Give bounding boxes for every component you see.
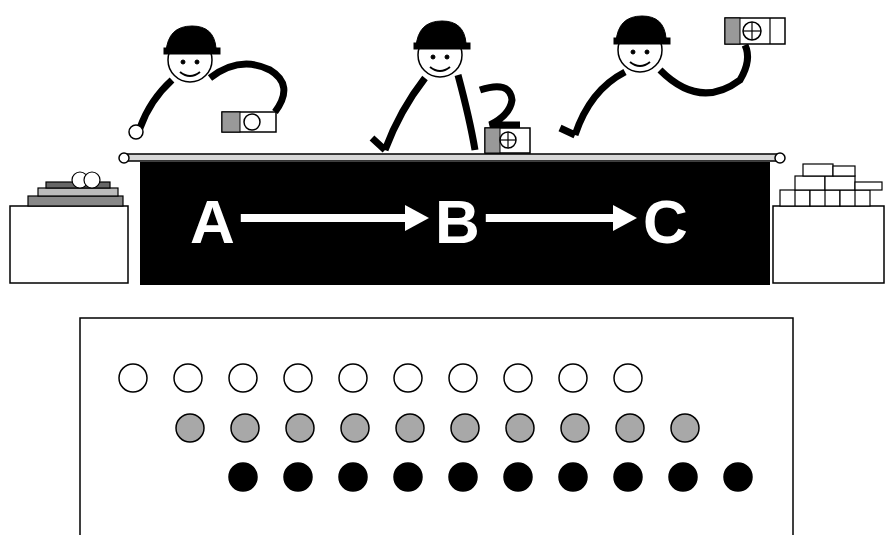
unit-dot <box>614 463 642 491</box>
table-top <box>122 154 782 161</box>
unit-dot <box>671 414 699 442</box>
unit-dot <box>286 414 314 442</box>
rod-knob <box>119 153 129 163</box>
unit-dot <box>559 364 587 392</box>
unit-dot <box>229 463 257 491</box>
unit-dot <box>616 414 644 442</box>
unit-dot <box>339 364 367 392</box>
unit-dots <box>119 364 752 491</box>
worker <box>129 26 284 139</box>
unit-dot <box>724 463 752 491</box>
stage-letter: C <box>637 191 694 253</box>
rod-knob <box>775 153 785 163</box>
worker <box>560 16 785 135</box>
unit-dot <box>506 414 534 442</box>
unit-dot <box>119 364 147 392</box>
unit-dot <box>231 414 259 442</box>
unit-dot <box>449 364 477 392</box>
flow-arrow <box>486 205 637 231</box>
unit-dot <box>176 414 204 442</box>
stage-label: A <box>190 191 235 253</box>
finished-parts <box>780 164 882 206</box>
stage-letter: A <box>184 191 241 253</box>
unit-dot <box>559 463 587 491</box>
unit-dot <box>504 463 532 491</box>
output-bin <box>773 206 884 283</box>
unit-dot <box>284 364 312 392</box>
unit-dot <box>394 463 422 491</box>
unit-dot <box>396 414 424 442</box>
input-bin <box>10 206 128 283</box>
unit-dot <box>394 364 422 392</box>
unit-dot <box>561 414 589 442</box>
unit-dot <box>284 463 312 491</box>
unit-dot <box>174 364 202 392</box>
raw-parts <box>28 172 123 206</box>
unit-dot <box>449 463 477 491</box>
bench-panel <box>140 162 770 285</box>
unit-dot <box>341 414 369 442</box>
unit-dot <box>451 414 479 442</box>
unit-dot <box>504 364 532 392</box>
flow-arrow <box>241 205 429 231</box>
worker <box>372 21 530 153</box>
stage-label: C <box>643 191 688 253</box>
unit-dot <box>669 463 697 491</box>
unit-dot <box>339 463 367 491</box>
unit-dot <box>229 364 257 392</box>
unit-dot <box>614 364 642 392</box>
stage-label: B <box>435 191 480 253</box>
stage-letter: B <box>429 191 486 253</box>
progress-panel <box>80 318 793 535</box>
